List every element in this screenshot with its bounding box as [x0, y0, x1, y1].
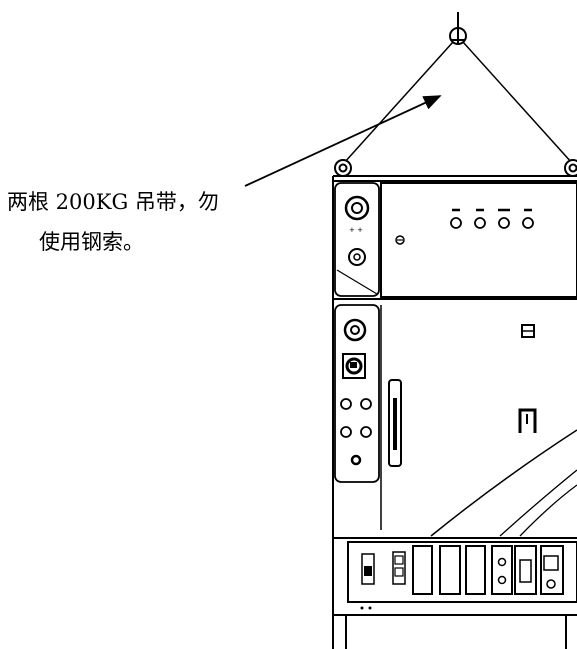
lifting-eye-right [564, 159, 577, 177]
cabinet-frame [332, 175, 577, 649]
annotation-line-1: 两根 200KG 吊带，勿 [7, 190, 219, 214]
lifting-slings [343, 41, 573, 164]
cabinet-base [333, 614, 577, 649]
pointer-arrow [244, 95, 442, 187]
svg-text:+ +: + + [349, 226, 363, 234]
middle-panel [333, 298, 577, 537]
connector-panel [333, 537, 577, 610]
lifting-eye-left [334, 159, 352, 177]
top-panel: + + [334, 182, 577, 298]
annotation-line-2: 使用钢索。 [39, 230, 144, 254]
crane-hook [449, 12, 467, 45]
indicator-lamps [450, 208, 534, 229]
